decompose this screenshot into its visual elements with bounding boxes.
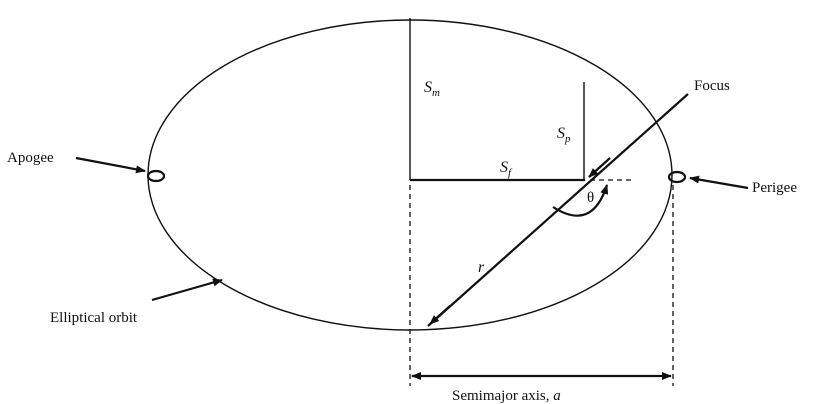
theta-angle-arc (552, 184, 609, 217)
sf-sub: f (508, 167, 513, 179)
orbit-label-arrow (151, 278, 223, 302)
semimajor-axis-label: Semimajor axis, a (452, 388, 561, 404)
radius-arrow-bottom (429, 305, 451, 325)
sf-base: S (500, 159, 508, 176)
sm-base: S (424, 79, 432, 96)
perigee-marker (667, 170, 687, 184)
apogee-arrow (75, 156, 146, 174)
radius-label: r (478, 259, 485, 276)
theta-label: θ (587, 190, 594, 206)
focus-label: Focus (694, 78, 730, 94)
sp-label: Sp (557, 125, 571, 145)
elliptical-orbit-label: Elliptical orbit (50, 310, 138, 326)
semimajor-axis-text: Semimajor axis, (452, 388, 553, 404)
sp-sub: p (564, 133, 571, 145)
focus-pointer-arrow (588, 157, 611, 178)
sm-sub: m (432, 87, 440, 99)
apogee-label: Apogee (7, 150, 54, 166)
sm-label: Sm (424, 79, 440, 99)
sp-base: S (557, 125, 565, 142)
apogee-marker (146, 169, 166, 183)
sf-label: Sf (500, 159, 513, 179)
perigee-arrow (689, 175, 749, 190)
semimajor-axis-symbol: a (553, 388, 561, 404)
perigee-label: Perigee (752, 180, 797, 196)
